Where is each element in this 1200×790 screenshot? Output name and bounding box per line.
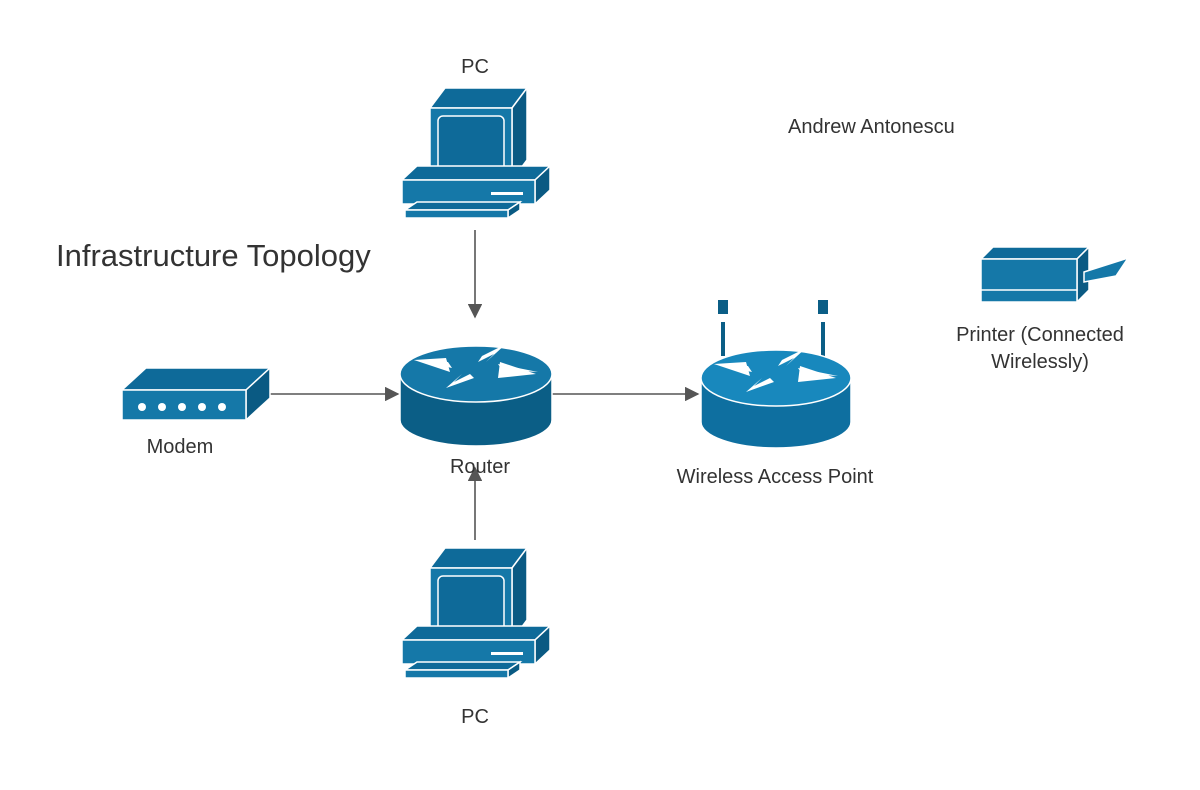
diagram-title: Infrastructure Topology [56,238,371,273]
modem-icon [120,366,272,422]
pc-top-label: PC [461,56,489,78]
modem-label: Modem [146,436,214,458]
printer-label: Printer (Connected Wirelessly) [956,324,1124,373]
printer-icon [979,245,1130,304]
desktop-computer-icon [401,87,551,219]
pc-bottom-label: PC [461,706,489,728]
wireless-access-point-label: Wireless Access Point [676,466,874,488]
author-label: Andrew Antonescu [788,116,955,138]
desktop-computer-icon [401,547,551,679]
router-label: Router [449,456,511,478]
router-icon [399,344,553,447]
wireless-access-point-icon [700,300,852,449]
connections [270,230,700,540]
